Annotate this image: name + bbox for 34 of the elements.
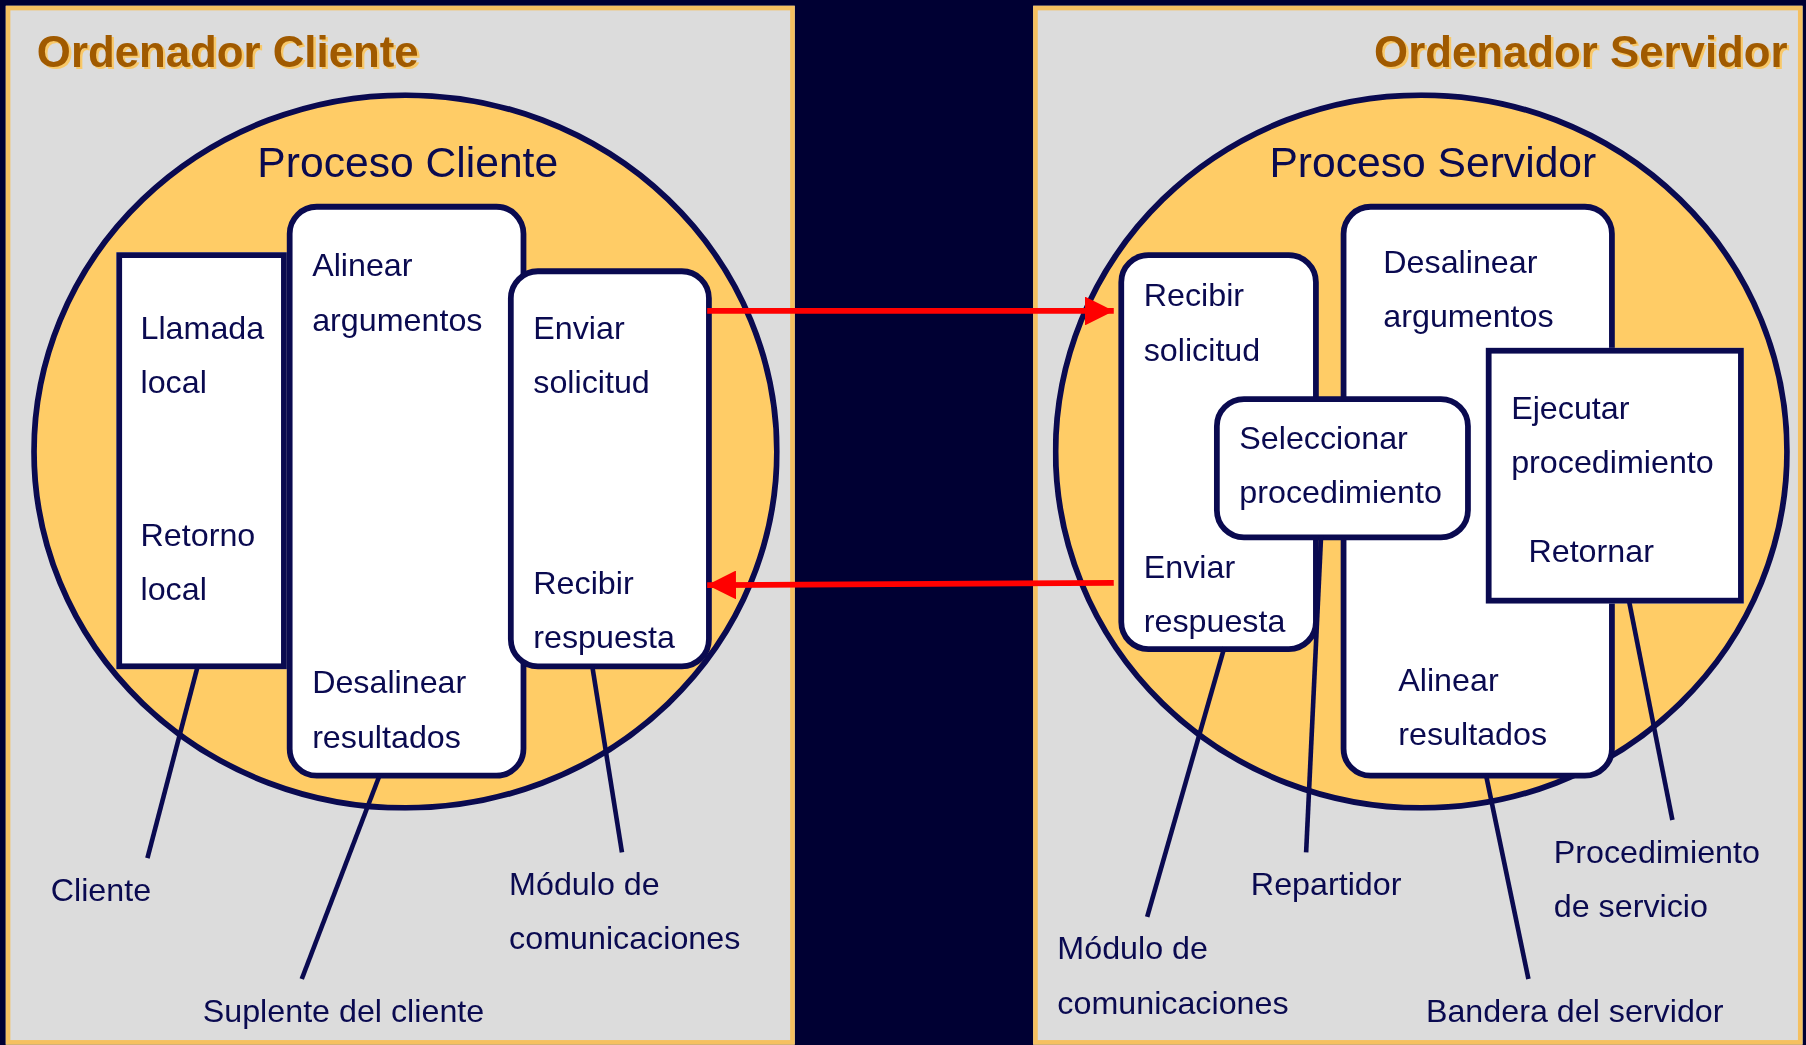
module-box xyxy=(1485,347,1744,604)
module-box xyxy=(1214,396,1471,541)
process-title: Proceso Cliente xyxy=(256,138,560,189)
panel-title: Ordenador Servidor xyxy=(1373,26,1788,78)
step-text: Enviar respuesta xyxy=(1143,548,1287,642)
process-circle xyxy=(1052,92,1790,811)
step-text: Ejecutar procedimiento xyxy=(1511,389,1715,483)
panel-title: Ordenador Cliente xyxy=(36,26,420,78)
step-text: Desalinear argumentos xyxy=(1383,243,1555,336)
step-text: Enviar solicitud xyxy=(533,308,651,402)
leader-line xyxy=(1144,646,1227,918)
step-text: Retornar xyxy=(1528,532,1655,571)
callout-label: Repartidor xyxy=(1250,856,1424,903)
callout-label: Módulo de comunicaciones xyxy=(509,856,774,966)
computer-panel xyxy=(1033,5,1803,1045)
step-text: Recibir respuesta xyxy=(533,564,676,658)
step-text: Desalinear resultados xyxy=(312,663,468,757)
callout-label: Módulo de comunicaciones xyxy=(1057,921,1323,1030)
module-box xyxy=(507,268,712,670)
step-text: Seleccionar procedimiento xyxy=(1239,419,1443,513)
step-text: Recibir solicitud xyxy=(1143,276,1262,370)
step-text: Retorno local xyxy=(140,516,257,609)
process-title: Proceso Servidor xyxy=(1268,138,1598,189)
module-box xyxy=(116,252,287,670)
callout-label: Procedimiento de servicio xyxy=(1553,824,1790,933)
step-text: Alinear resultados xyxy=(1398,661,1549,755)
callout-label: Cliente xyxy=(50,862,162,909)
module-box xyxy=(286,203,527,779)
callout-label: Bandera del servidor xyxy=(1425,983,1760,1030)
step-text: Alinear argumentos xyxy=(312,246,484,340)
process-circle xyxy=(31,92,780,811)
computer-panel xyxy=(5,5,795,1045)
step-text: Llamada local xyxy=(140,308,266,402)
callout-label: Suplente del cliente xyxy=(202,983,514,1030)
